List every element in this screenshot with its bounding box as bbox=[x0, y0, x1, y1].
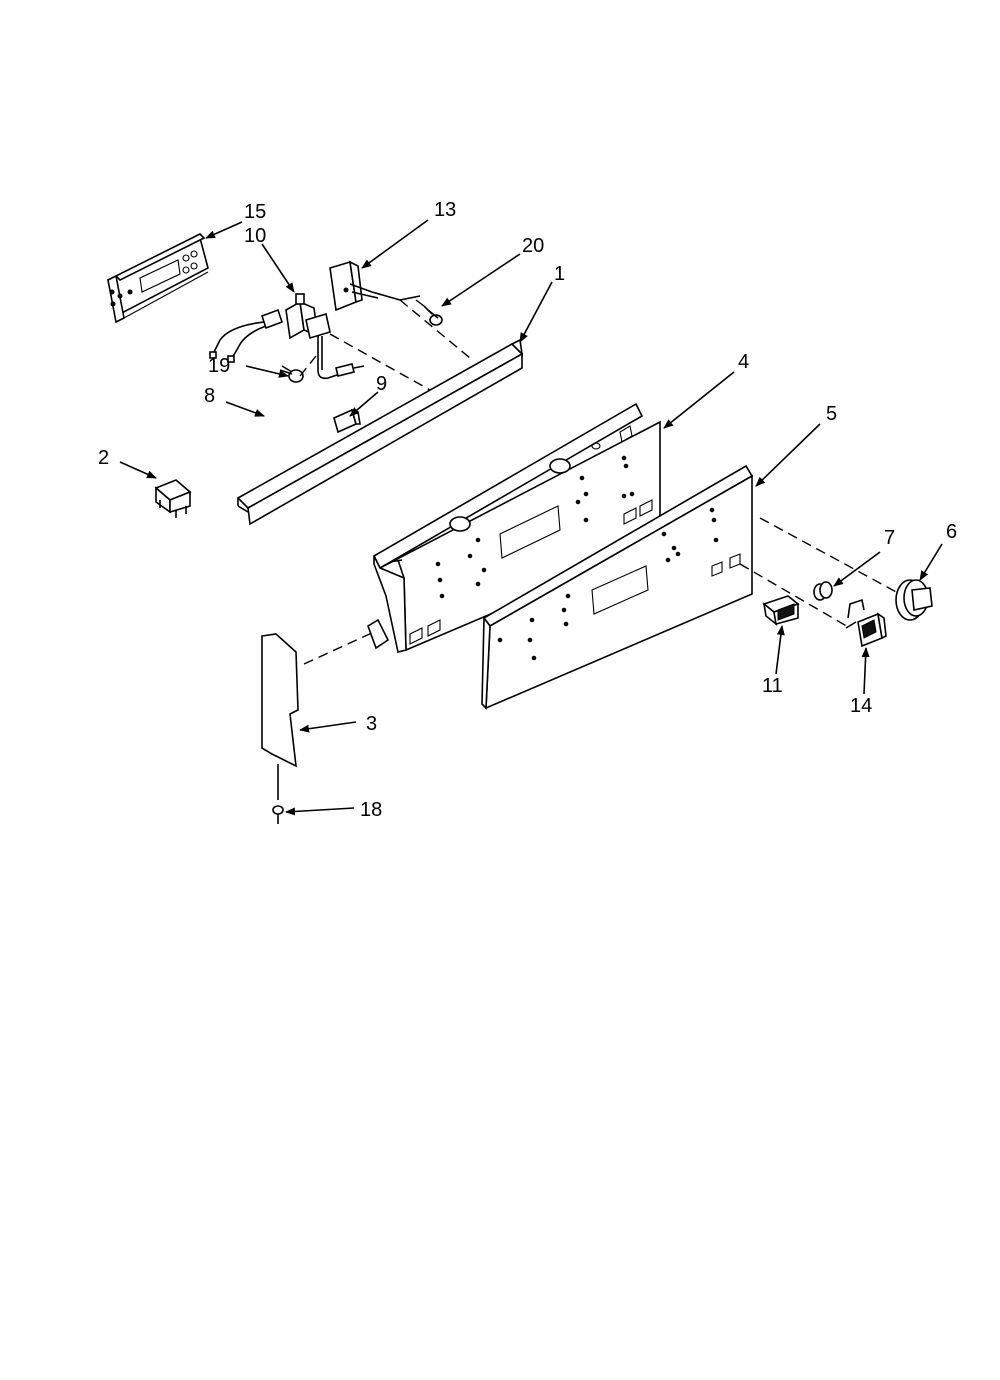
part-9-connector[interactable] bbox=[333, 408, 361, 434]
callout-4: 4 bbox=[738, 351, 749, 373]
callout-20: 20 bbox=[522, 235, 544, 257]
part-14-switch[interactable] bbox=[845, 598, 887, 648]
callout-labels: 15 10 13 20 1 19 8 9 2 4 5 6 7 3 18 11 1… bbox=[98, 199, 957, 821]
part-1-trim-bar[interactable] bbox=[236, 338, 524, 526]
part-5-front-panel[interactable] bbox=[481, 464, 754, 710]
callout-10: 10 bbox=[244, 225, 266, 247]
part-3-end-cap[interactable] bbox=[261, 633, 299, 768]
callout-13: 13 bbox=[434, 199, 456, 221]
assembly-lines bbox=[299, 299, 901, 665]
callout-7: 7 bbox=[884, 527, 895, 549]
part-2-component[interactable] bbox=[154, 479, 192, 518]
callout-15: 15 bbox=[244, 201, 266, 223]
callout-6: 6 bbox=[946, 521, 957, 543]
part-11-switch[interactable] bbox=[762, 595, 800, 626]
callout-18: 18 bbox=[360, 799, 382, 821]
part-10-assembly[interactable] bbox=[285, 293, 365, 380]
callout-11: 11 bbox=[762, 675, 783, 697]
part-20-screw[interactable] bbox=[423, 305, 443, 326]
callout-9: 9 bbox=[376, 373, 387, 395]
part-15-control-board[interactable] bbox=[107, 233, 209, 324]
part-13-switch[interactable] bbox=[329, 260, 421, 312]
leader-arrows bbox=[119, 219, 943, 816]
callout-8: 8 bbox=[204, 385, 215, 407]
part-19-screw[interactable] bbox=[279, 365, 304, 383]
callout-14: 14 bbox=[850, 695, 872, 717]
part-18-screw[interactable] bbox=[272, 764, 284, 824]
callout-5: 5 bbox=[826, 403, 837, 425]
callout-3: 3 bbox=[366, 713, 377, 735]
part-8-wire-harness[interactable] bbox=[209, 308, 284, 363]
callout-1: 1 bbox=[554, 263, 565, 285]
part-7-insert[interactable] bbox=[813, 581, 833, 601]
part-4-control-panel[interactable] bbox=[367, 402, 661, 653]
callout-19: 19 bbox=[208, 355, 230, 377]
callout-2: 2 bbox=[98, 447, 109, 469]
part-6-knob[interactable] bbox=[895, 579, 933, 621]
